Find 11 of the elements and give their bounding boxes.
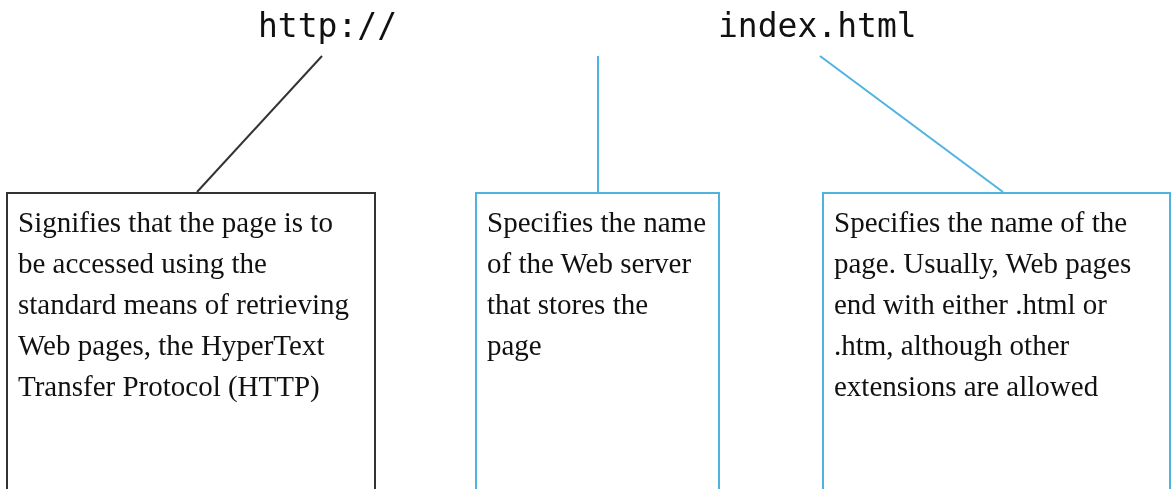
description-text: Specifies the name of the page. Usually, Web pages end with either .html or .htm, although other extensions are allowed — [834, 205, 1133, 404]
url-part: http:// — [258, 6, 398, 45]
url-part: index.html — [718, 6, 917, 45]
description-box — [475, 192, 720, 489]
description-box — [822, 192, 1171, 489]
leader-line — [597, 55, 599, 193]
description-text: Signifies that the page is to be accessed using the standard means of retrieving Web pages, the HyperText Transfer Protocol (HTTP) — [18, 205, 350, 404]
leader-line — [819, 55, 1004, 193]
description-text: Specifies the name of the Web server that stores the page — [487, 205, 708, 363]
leader-line — [196, 55, 323, 193]
description-box — [6, 192, 376, 489]
